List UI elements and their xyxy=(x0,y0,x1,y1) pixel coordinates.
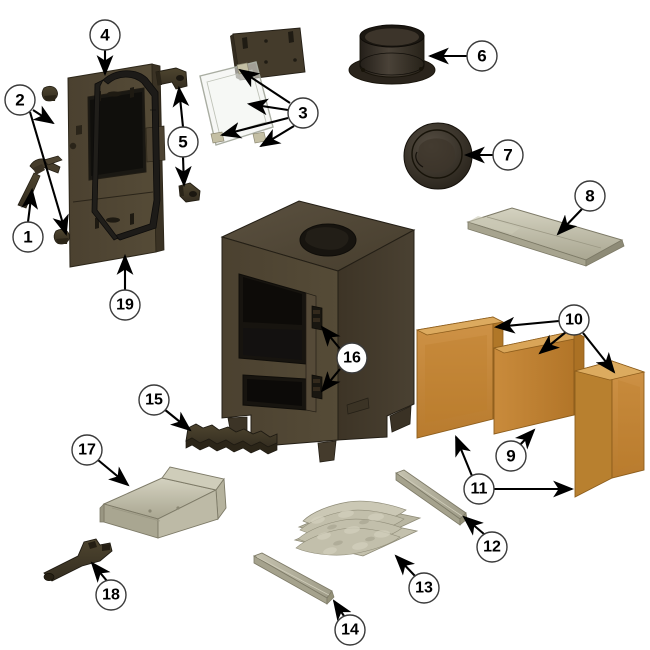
part-side-vermiculite-panel-left[interactable] xyxy=(415,316,505,439)
callout-label-15: 15 xyxy=(145,392,163,409)
part-grate-retaining-bar-lower[interactable] xyxy=(252,552,335,605)
callout-circle-2[interactable] xyxy=(4,84,36,116)
callout-circle-18[interactable] xyxy=(95,579,127,611)
callout-label-18: 18 xyxy=(102,587,120,604)
callout-3[interactable]: 3 xyxy=(287,97,319,129)
callout-label-3: 3 xyxy=(298,104,307,123)
callout-2[interactable]: 2 xyxy=(4,84,36,116)
callout-label-16: 16 xyxy=(343,350,361,367)
callout-label-13: 13 xyxy=(415,580,433,597)
callout-circle-17[interactable] xyxy=(71,434,103,466)
callout-4[interactable]: 4 xyxy=(89,19,121,51)
callout-label-17: 17 xyxy=(78,442,96,459)
callout-9[interactable]: 9 xyxy=(495,440,527,472)
callout-16[interactable]: 16 xyxy=(336,342,368,374)
part-stove-body[interactable] xyxy=(220,200,416,463)
callout-circle-15[interactable] xyxy=(138,384,170,416)
part-vermiculite-panel-set[interactable] xyxy=(415,316,646,498)
callout-11[interactable]: 11 xyxy=(463,473,495,505)
leader-14 xyxy=(332,599,352,622)
callout-label-5: 5 xyxy=(178,133,187,152)
leader-11a xyxy=(455,435,473,477)
callout-label-2: 2 xyxy=(15,91,24,110)
part-door-hinge-brackets[interactable] xyxy=(155,67,201,203)
part-baffle-plate[interactable] xyxy=(466,207,625,267)
leader-10c xyxy=(582,332,616,374)
part-flue-blanking-plate[interactable] xyxy=(403,122,473,190)
part-riddling-grate-bar[interactable] xyxy=(185,423,278,455)
callout-circle-16[interactable] xyxy=(336,342,368,374)
leader-9 xyxy=(514,428,536,450)
callout-1[interactable]: 1 xyxy=(12,221,44,253)
callout-15[interactable]: 15 xyxy=(138,384,170,416)
callout-label-8: 8 xyxy=(585,187,594,206)
leader-5a xyxy=(172,85,190,128)
callout-12[interactable]: 12 xyxy=(476,531,508,563)
leader-10a xyxy=(493,316,560,334)
callout-7[interactable]: 7 xyxy=(492,139,524,171)
leader-8 xyxy=(556,208,583,236)
leader-18 xyxy=(90,561,111,583)
part-ash-pan[interactable] xyxy=(99,466,227,539)
callout-label-4: 4 xyxy=(100,26,110,45)
leader-12 xyxy=(462,515,485,536)
callout-17[interactable]: 17 xyxy=(71,434,103,466)
callout-label-11: 11 xyxy=(471,481,488,498)
callout-circle-3[interactable] xyxy=(287,97,319,129)
callout-label-12: 12 xyxy=(483,539,501,556)
callout-circle-1[interactable] xyxy=(12,221,44,253)
callout-label-7: 7 xyxy=(503,146,512,165)
callout-19[interactable]: 19 xyxy=(109,289,141,321)
callout-label-1: 1 xyxy=(23,228,32,247)
leader-3c xyxy=(219,116,289,139)
callout-circle-10[interactable] xyxy=(558,304,590,336)
callout-6[interactable]: 6 xyxy=(466,40,498,72)
part-side-vermiculite-panel-right[interactable] xyxy=(573,360,646,498)
leader-3a xyxy=(238,68,291,104)
callout-8[interactable]: 8 xyxy=(574,180,606,212)
part-fire-log-set[interactable] xyxy=(293,500,422,557)
part-grate-retaining-bar-upper[interactable] xyxy=(395,469,468,526)
callout-circle-4[interactable] xyxy=(89,19,121,51)
leader-2b xyxy=(32,105,55,125)
callout-label-19: 19 xyxy=(116,297,134,314)
callout-circle-9[interactable] xyxy=(495,440,527,472)
callout-circle-11[interactable] xyxy=(463,473,495,505)
callout-circle-14[interactable] xyxy=(334,614,366,646)
leader-1 xyxy=(21,187,38,223)
callout-circle-7[interactable] xyxy=(492,139,524,171)
callout-label-10: 10 xyxy=(565,312,583,329)
leader-15 xyxy=(163,408,192,432)
part-door-rope-seal[interactable] xyxy=(91,70,161,241)
leader-17 xyxy=(97,459,130,487)
callout-label-6: 6 xyxy=(477,47,486,66)
leader-3d xyxy=(259,125,295,148)
callout-circle-8[interactable] xyxy=(574,180,606,212)
leader-16b xyxy=(320,368,341,393)
callout-circle-6[interactable] xyxy=(466,40,498,72)
leader-13 xyxy=(394,554,416,577)
leader-16a xyxy=(320,325,342,351)
callout-5[interactable]: 5 xyxy=(167,126,199,158)
leader-lines xyxy=(21,47,616,622)
callout-circle-19[interactable] xyxy=(109,289,141,321)
callout-14[interactable]: 14 xyxy=(334,614,366,646)
part-rear-vermiculite-panel[interactable] xyxy=(492,330,586,435)
callout-label-9: 9 xyxy=(506,447,515,466)
callout-circle-5[interactable] xyxy=(167,126,199,158)
callout-label-14: 14 xyxy=(341,622,359,639)
part-flue-collar[interactable] xyxy=(348,24,436,85)
callout-10[interactable]: 10 xyxy=(558,304,590,336)
leader-2a xyxy=(28,111,69,237)
callout-circle-13[interactable] xyxy=(408,572,440,604)
leader-3b xyxy=(246,98,289,116)
callout-13[interactable]: 13 xyxy=(408,572,440,604)
callout-18[interactable]: 18 xyxy=(95,579,127,611)
callout-circle-12[interactable] xyxy=(476,531,508,563)
part-ash-pan-tool[interactable] xyxy=(43,538,113,582)
leader-10b xyxy=(538,331,567,355)
leader-5b xyxy=(174,156,192,188)
